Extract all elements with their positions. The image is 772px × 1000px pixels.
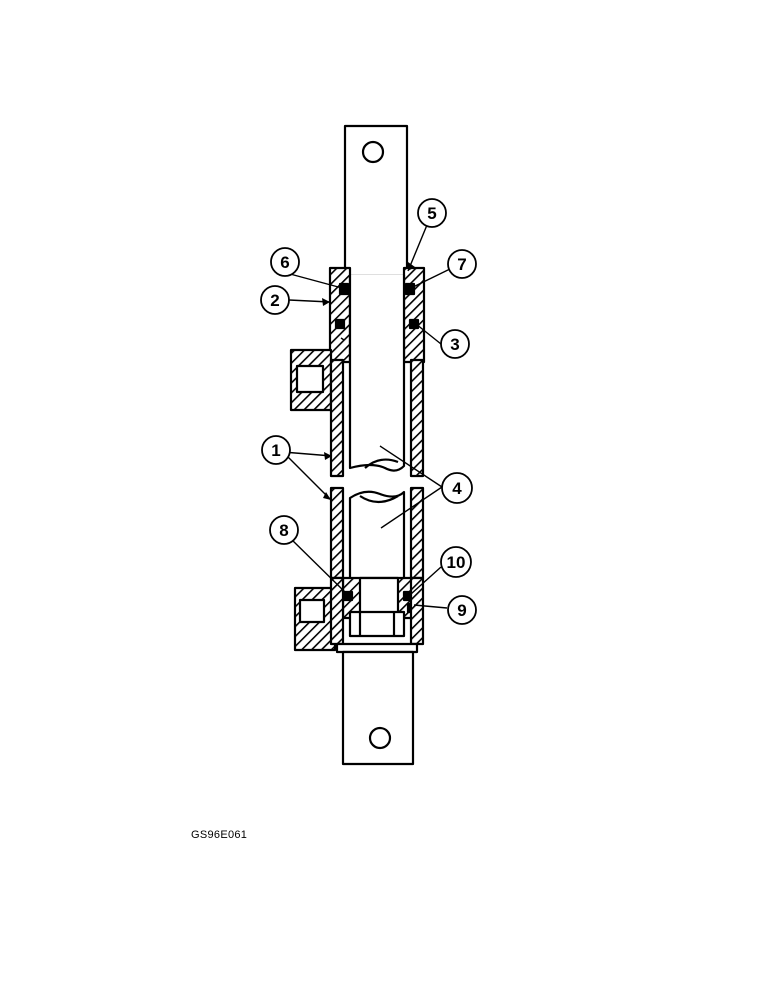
svg-text:1: 1 [271, 441, 280, 460]
svg-text:7: 7 [457, 255, 466, 274]
svg-text:2: 2 [270, 291, 279, 310]
barrel-upper-walls [329, 358, 425, 478]
callout-9: 9 [447, 595, 477, 625]
callout-2: 2 [260, 285, 290, 315]
rod-lower-eye [341, 650, 415, 766]
rod-lower-segment [348, 490, 406, 584]
callout-3: 3 [440, 329, 470, 359]
upper-port-block [289, 348, 333, 412]
callout-10: 10 [440, 546, 472, 578]
svg-text:5: 5 [427, 204, 436, 223]
rod-upper-segment [348, 275, 406, 472]
lower-port-block [293, 586, 337, 652]
callout-7: 7 [447, 249, 477, 279]
figure-id: GS96E061 [191, 829, 248, 841]
gland-body [328, 266, 426, 364]
svg-text:4: 4 [452, 479, 462, 498]
piston-assembly [341, 576, 418, 638]
svg-text:10: 10 [447, 553, 466, 572]
rod-upper-eye [343, 124, 409, 278]
callout-5: 5 [417, 198, 447, 228]
callout-1: 1 [261, 435, 291, 465]
callout-6: 6 [270, 247, 300, 277]
leader-arrowheads [322, 262, 415, 500]
callout-4: 4 [441, 472, 473, 504]
callout-8: 8 [269, 515, 299, 545]
svg-text:3: 3 [450, 335, 459, 354]
svg-text:8: 8 [279, 521, 288, 540]
svg-text:6: 6 [280, 253, 289, 272]
svg-text:9: 9 [457, 601, 466, 620]
end-cap [329, 576, 425, 654]
leader-lines [278, 224, 453, 609]
